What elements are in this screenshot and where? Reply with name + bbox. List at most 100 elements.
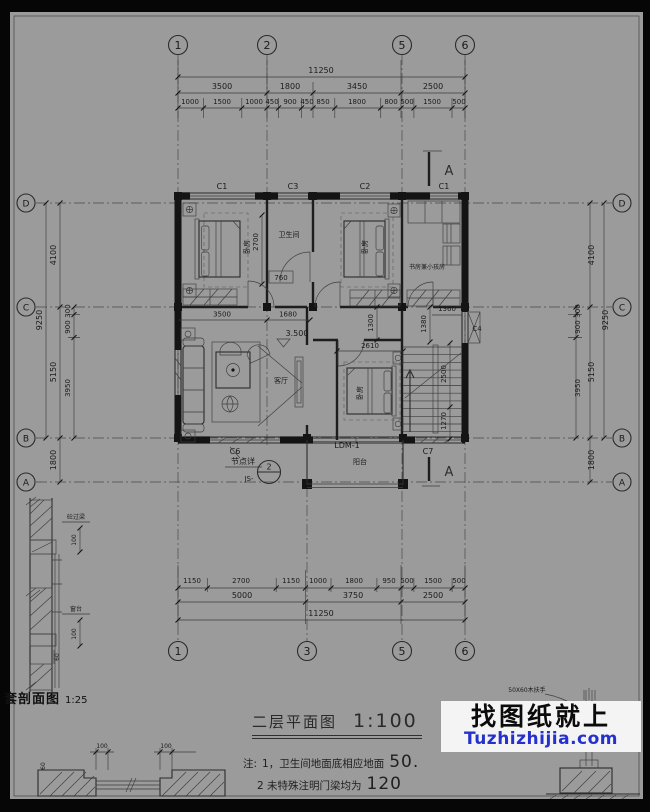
dim: 300	[574, 304, 582, 317]
dim: 1500	[424, 577, 442, 585]
dim: 800	[384, 98, 397, 106]
dim: 11250	[308, 66, 333, 75]
watermark-url: Tuzhizhijia.com	[463, 728, 619, 749]
section-tag-top: 砼过梁	[67, 513, 85, 521]
bedroom3-furniture: 卧房	[343, 351, 404, 431]
dim: 1800	[345, 577, 363, 585]
dim: 1500	[423, 98, 441, 106]
window-label: C3	[288, 182, 299, 191]
room-label-bedroom1: 卧房	[242, 240, 251, 254]
note-1-value: 50.	[389, 752, 420, 772]
title-underline	[252, 735, 422, 736]
dim: 500	[400, 98, 413, 106]
dim: 1800	[280, 82, 300, 91]
paper-canvas	[10, 12, 643, 799]
window-label: C1	[439, 182, 450, 191]
dim: 950	[382, 577, 395, 585]
row-label: D	[619, 200, 626, 210]
dim: 1800	[49, 450, 58, 470]
dim: 3500	[213, 311, 231, 319]
dim: 500	[452, 98, 465, 106]
dim: 1000	[245, 98, 263, 106]
dim: 900	[283, 98, 296, 106]
dim: 300	[64, 304, 72, 317]
grid-bubbles-right: D C B A	[612, 193, 632, 492]
dim: 850	[316, 98, 329, 106]
dim: 1270	[440, 412, 448, 430]
window-label: C6	[230, 447, 241, 456]
railing-label: 50X60木扶手	[508, 686, 545, 694]
room-label-bath: 卫生间	[279, 230, 300, 239]
row-label: A	[23, 479, 30, 489]
dim: 1150	[282, 577, 300, 585]
dim: 4100	[587, 245, 596, 265]
dim: 1000	[181, 98, 199, 106]
wall-section-caption: 套剖面图 1:25	[4, 688, 87, 707]
dim: 1800	[587, 450, 596, 470]
dim: 900	[64, 320, 72, 333]
section-mark-top: A	[423, 150, 454, 186]
row-label: B	[619, 435, 625, 445]
wardrobe-bands	[182, 288, 461, 307]
col-label: 2	[264, 39, 271, 52]
drawing-title-block: 二层平面图 1:100	[252, 710, 422, 739]
dim: 500	[400, 577, 413, 585]
dim: 2700	[232, 577, 250, 585]
dim: 1360	[438, 305, 456, 313]
dim: 60	[40, 762, 47, 770]
dim: 5150	[49, 362, 58, 382]
wall-section-detail: 砼过梁 100 窗台 100 60	[25, 496, 90, 692]
detail-callout: 节点详 2 JS-	[225, 446, 282, 485]
wall-section-title: 套剖面图	[4, 692, 61, 707]
dim: 100	[71, 534, 78, 546]
row-label: C	[619, 304, 625, 314]
dim: 1300	[367, 314, 375, 332]
grid-bubbles-left: D C B A	[16, 193, 36, 492]
wall-section-scale: 1:25	[65, 695, 88, 706]
dim: 450	[265, 98, 278, 106]
callout-sheet: JS-	[243, 475, 254, 483]
dim: 9250	[601, 310, 610, 330]
dim: 2610	[361, 342, 379, 350]
room-label-balcony: 阳台	[353, 457, 367, 466]
dim: 3450	[347, 82, 367, 91]
col-label: 6	[462, 39, 469, 52]
dim: 3950	[64, 379, 72, 397]
dim: 100	[160, 743, 172, 750]
drawing-title: 二层平面图	[252, 713, 338, 731]
watermark: 找图纸就上 Tuzhizhijia.com	[441, 701, 641, 752]
dim: 1800	[348, 98, 366, 106]
window-plan-detail: 100 100 60	[37, 743, 226, 797]
window-label: C7	[423, 447, 434, 456]
dim: 760	[274, 274, 287, 282]
window-label: C1	[217, 182, 228, 191]
notes-mark: 注:	[243, 758, 258, 770]
dim: 2500	[440, 365, 448, 383]
window-label: C4	[472, 325, 482, 333]
dim: 1000	[309, 577, 327, 585]
dim: 1380	[420, 315, 428, 333]
door-label: LDM-1	[334, 441, 360, 450]
living-furniture: 客厅	[180, 327, 304, 443]
window-label: C2	[360, 182, 371, 191]
dim: 1680	[279, 311, 297, 319]
dimensions-bottom: 1150 2700 1150 1000 1800 950 500 1500 50…	[175, 565, 468, 624]
section-letter: A	[445, 164, 454, 179]
dim: 500	[452, 577, 465, 585]
col-label: 1	[175, 645, 182, 658]
section-letter: A	[445, 465, 454, 480]
dim: 4100	[49, 245, 58, 265]
interior-walls	[178, 196, 465, 440]
study-furniture: 书房兼小孩房	[407, 200, 461, 271]
room-label-bedroom2: 卧房	[360, 240, 369, 254]
dim: 2700	[252, 233, 260, 251]
balcony	[306, 440, 404, 488]
col-label: 1	[175, 39, 182, 52]
section-tag-bottom: 窗台	[70, 605, 82, 613]
dim: 11250	[308, 609, 333, 618]
interior-dims: 3500 1680 760 2700 3.500	[175, 212, 313, 348]
floor-level: 3.500	[286, 329, 309, 338]
dim: 3950	[574, 379, 582, 397]
bathroom: 卫生间	[279, 230, 300, 239]
